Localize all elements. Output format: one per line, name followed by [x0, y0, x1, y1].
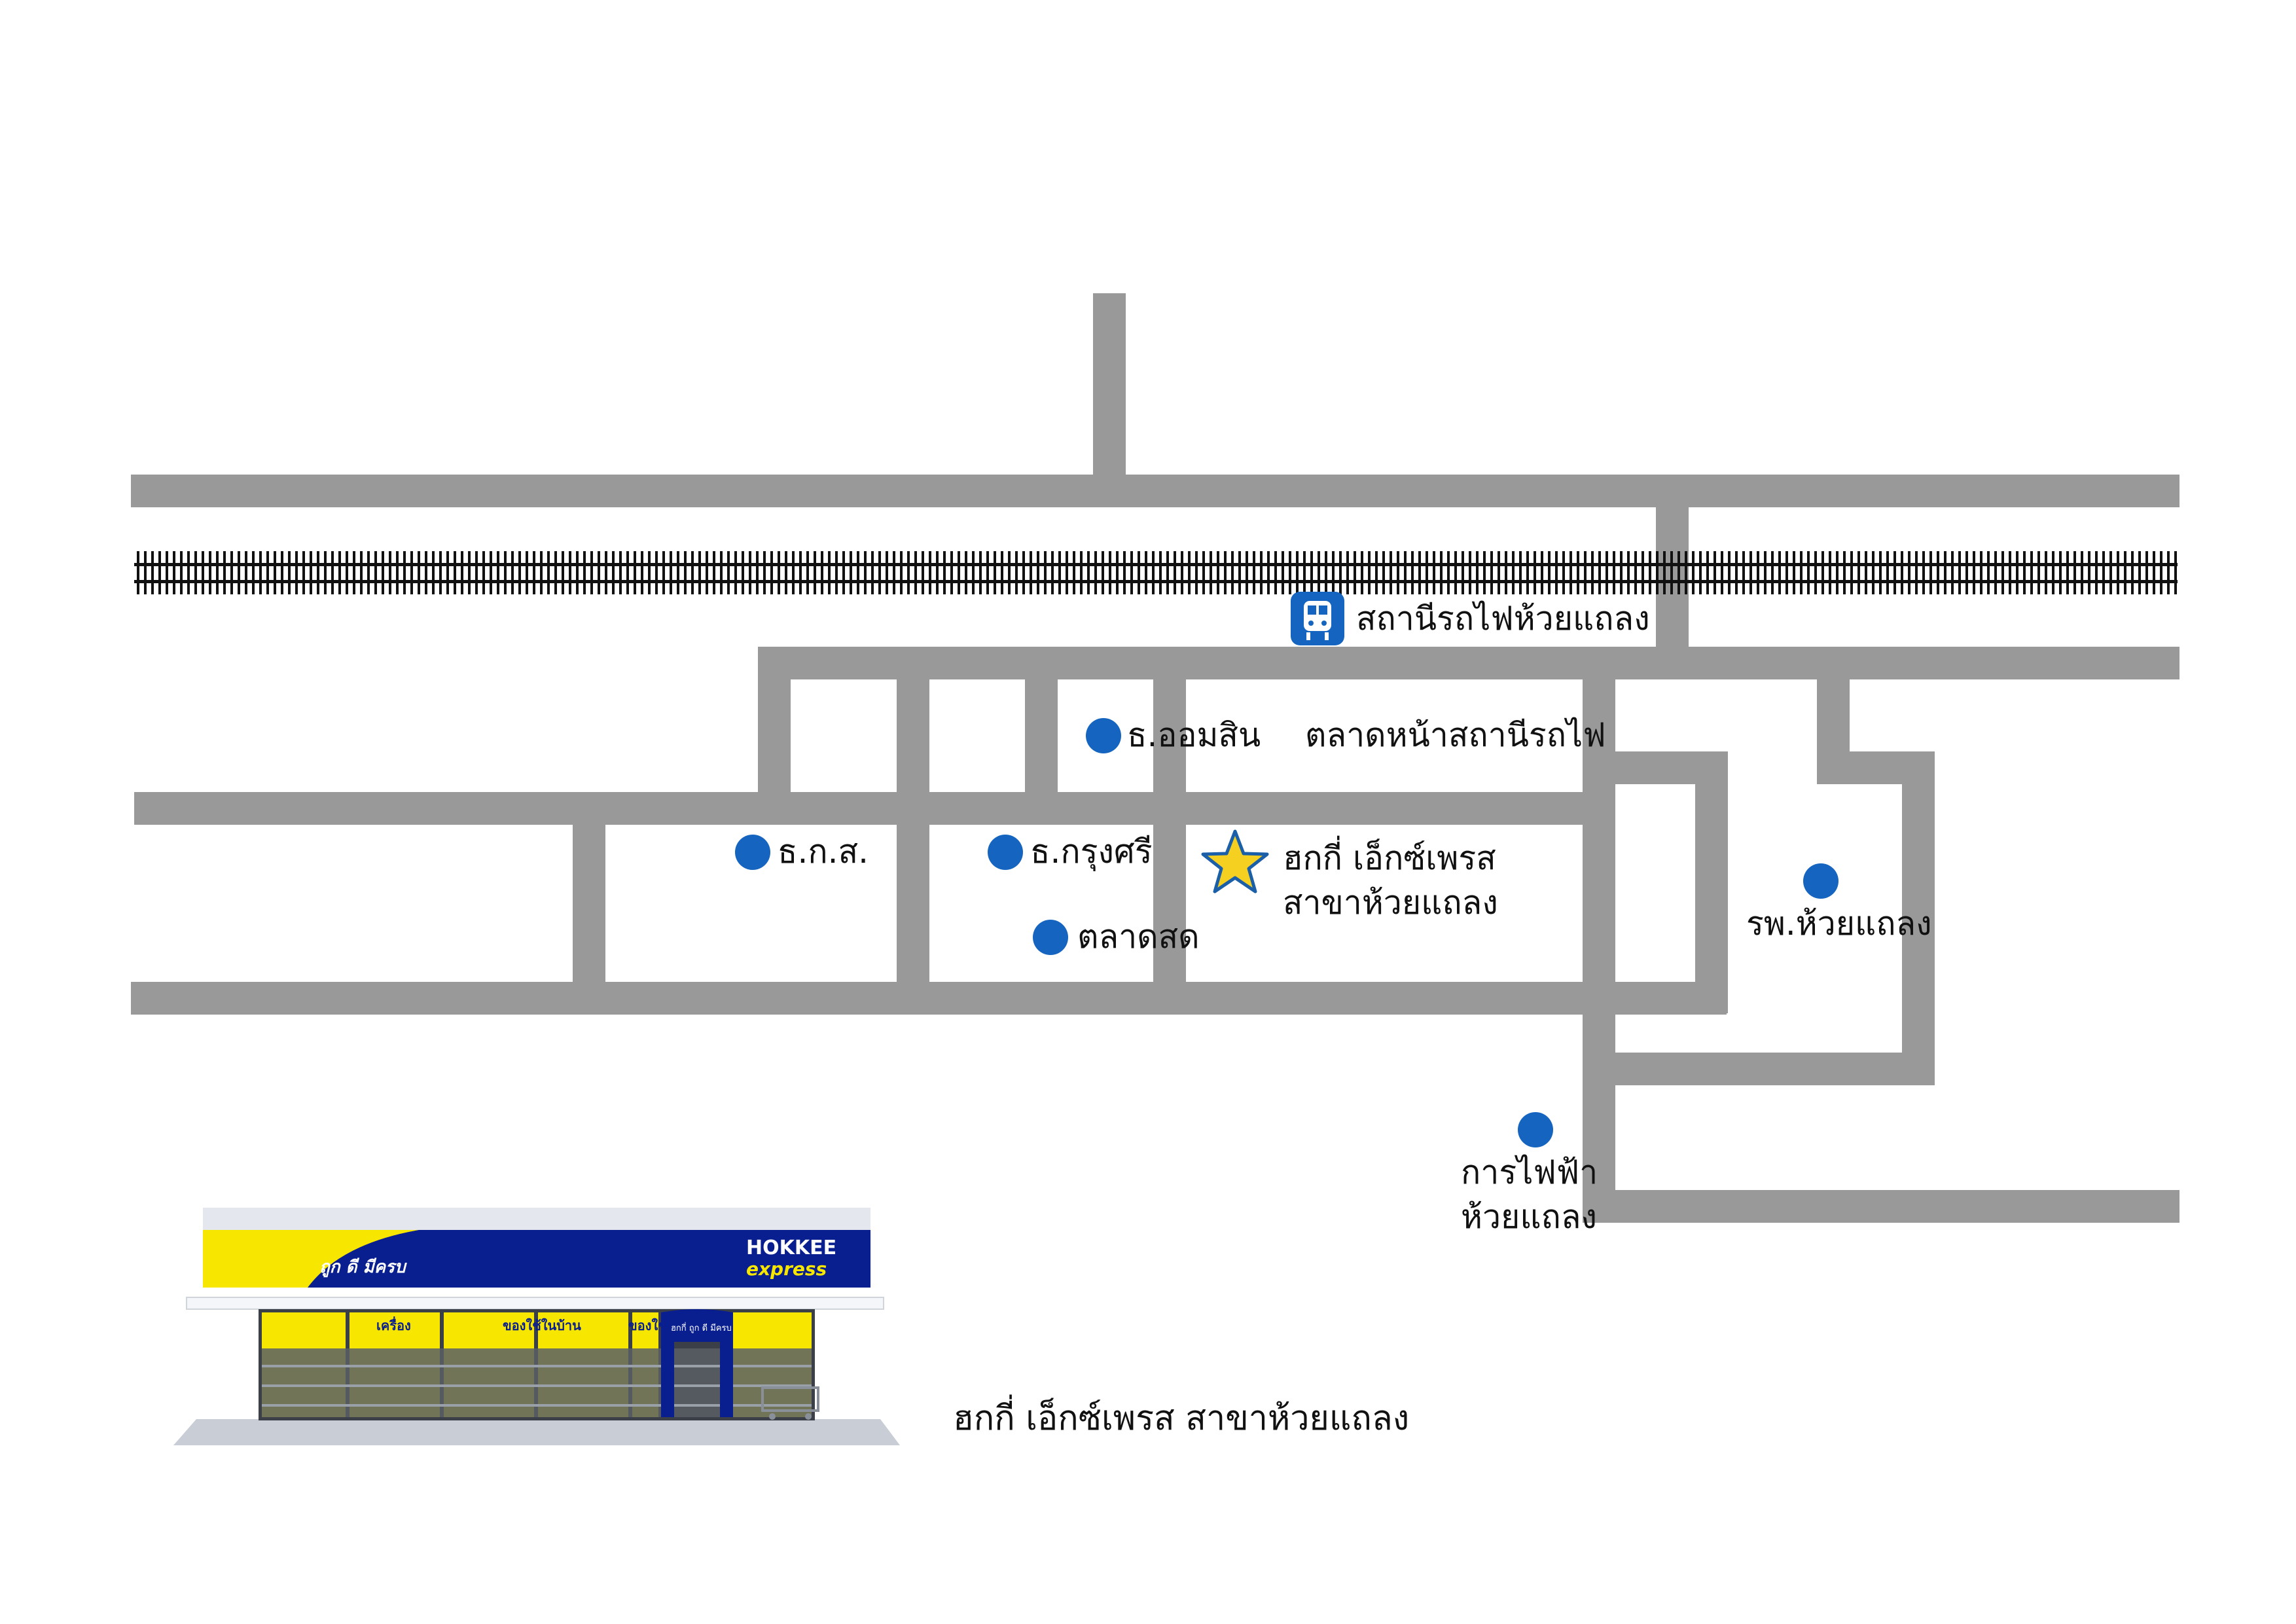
road-soi-4	[1583, 679, 1615, 1007]
road-block-right	[1153, 679, 1186, 988]
road-hospital-side	[1902, 751, 1935, 1085]
road-soi-2	[897, 679, 929, 797]
storefront-door-arch	[661, 1309, 733, 1417]
baac-bank-label: ธ.ก.ส.	[778, 833, 869, 871]
road-loop-right	[1695, 751, 1728, 1013]
road-network	[131, 293, 2179, 1223]
road-hospital-bottom	[1583, 1053, 1935, 1085]
storefront-illustration: ถูก ดี มีครบ HOKKEE express เครื่อง ของใ…	[173, 1208, 900, 1445]
store-label-line1: ฮกกี่ เอ็กซ์เพรส	[1283, 836, 1496, 877]
railway-rail-top	[134, 563, 2178, 566]
storefront-cart	[761, 1386, 819, 1412]
store-star-icon	[1201, 829, 1269, 893]
electricity-office-label-line1: การไฟฟ้า	[1461, 1153, 1598, 1191]
storefront-canopy	[186, 1297, 884, 1310]
storefront-window-label-3: ของใช้	[628, 1318, 667, 1333]
storefront-window-label-2: ของใช้ในบ้าน	[503, 1318, 581, 1333]
railway-rail-bottom	[134, 580, 2178, 583]
road-east-bottom	[1583, 1190, 2179, 1223]
storefront-roof	[203, 1208, 870, 1230]
road-top	[131, 475, 2179, 507]
road-south	[1583, 1007, 1615, 1223]
gsb-bank-marker	[1086, 718, 1121, 753]
road-station-front	[758, 647, 2179, 679]
electricity-office-marker	[1518, 1112, 1553, 1147]
fresh-market-label: ตลาดสด	[1077, 918, 1200, 956]
storefront-cart-wheel-1	[769, 1413, 776, 1420]
road-soi-1	[758, 679, 791, 797]
store-caption: ฮกกี่ เอ็กซ์เพรส สาขาห้วยแถลง	[953, 1394, 1409, 1438]
storefront-window-label-1: เครื่อง	[376, 1316, 411, 1333]
electricity-office-label-line2: ห้วยแถลง	[1461, 1198, 1597, 1236]
station-market-label: ตลาดหน้าสถานีรถไฟ	[1305, 716, 1606, 754]
storefront-slogan: ถูก ดี มีครบ	[319, 1257, 407, 1278]
storefront-door-sign: ฮกกี่ ถูก ดี มีครบ	[671, 1322, 732, 1333]
train-station-icon	[1291, 592, 1344, 645]
hospital-label: รพ.ห้วยแถลง	[1746, 905, 1932, 943]
road-bottom	[131, 982, 1727, 1015]
fresh-market-marker	[1033, 920, 1068, 955]
hospital-marker	[1803, 863, 1839, 899]
road-block-mid	[897, 825, 929, 988]
road-middle	[134, 792, 1583, 825]
railway	[134, 551, 2178, 594]
road-north-spur	[1093, 293, 1126, 477]
road-block-left	[573, 825, 605, 988]
krungsri-bank-label: ธ.กรุงศรี	[1030, 833, 1153, 871]
gsb-bank-label: ธ.ออมสิน	[1127, 716, 1261, 754]
storefront-brand-sub: express	[746, 1258, 827, 1280]
storefront-shelf-line-3	[262, 1404, 812, 1407]
storefront-shelf-line-1	[262, 1365, 812, 1367]
storefront-brand-name: HOKKEE	[746, 1236, 836, 1259]
storefront-cart-wheel-2	[805, 1413, 812, 1420]
storefront-shelf-line-2	[262, 1384, 812, 1387]
station-label: สถานีรถไฟห้วยแถลง	[1356, 600, 1650, 638]
store-label-line2: สาขาห้วยแถลง	[1283, 884, 1498, 922]
storefront-floor	[173, 1419, 900, 1445]
krungsri-bank-marker	[988, 835, 1023, 870]
baac-bank-marker	[735, 835, 770, 870]
railway-ties	[134, 551, 2178, 594]
road-soi-3	[1025, 679, 1058, 797]
storefront-sign-yellow	[203, 1230, 419, 1288]
